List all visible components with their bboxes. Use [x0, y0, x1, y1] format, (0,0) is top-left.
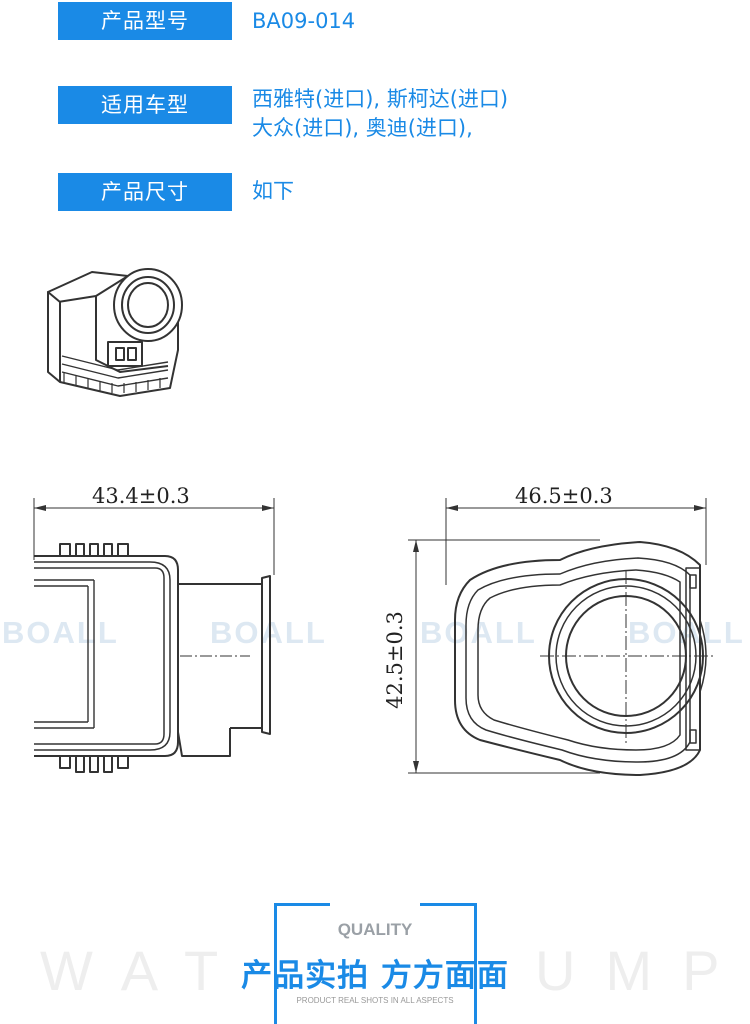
vehicle-line-2: 大众(进口), 奥迪(进口),	[252, 116, 473, 140]
size-label: 产品尺寸	[58, 173, 232, 211]
front-view-drawing	[408, 498, 715, 776]
side-width-dimension: 43.4±0.3	[92, 484, 190, 508]
footer-frame-gap	[330, 900, 420, 908]
footer-headline: 产品实拍 方方面面	[241, 958, 509, 994]
footer-subtitle: PRODUCT REAL SHOTS IN ALL ASPECTS	[296, 996, 454, 1005]
watermark-1: BOALL	[2, 615, 119, 650]
size-value: 如下	[252, 179, 294, 203]
front-width-dimension: 46.5±0.3	[515, 484, 613, 508]
background-word-left: WAT	[40, 939, 249, 1002]
quality-label: QUALITY	[337, 920, 413, 939]
background-word-right: UMP	[535, 939, 750, 1002]
vehicle-label: 适用车型	[58, 86, 232, 124]
front-height-dimension: 42.5±0.3	[382, 611, 407, 709]
watermark-2: BOALL	[210, 615, 327, 650]
vehicle-line-1: 西雅特(进口), 斯柯达(进口)	[252, 87, 509, 111]
product-3d-view	[47, 268, 183, 397]
model-label: 产品型号	[58, 2, 232, 40]
side-view-drawing	[33, 498, 275, 773]
model-value: BA09-014	[252, 9, 356, 33]
